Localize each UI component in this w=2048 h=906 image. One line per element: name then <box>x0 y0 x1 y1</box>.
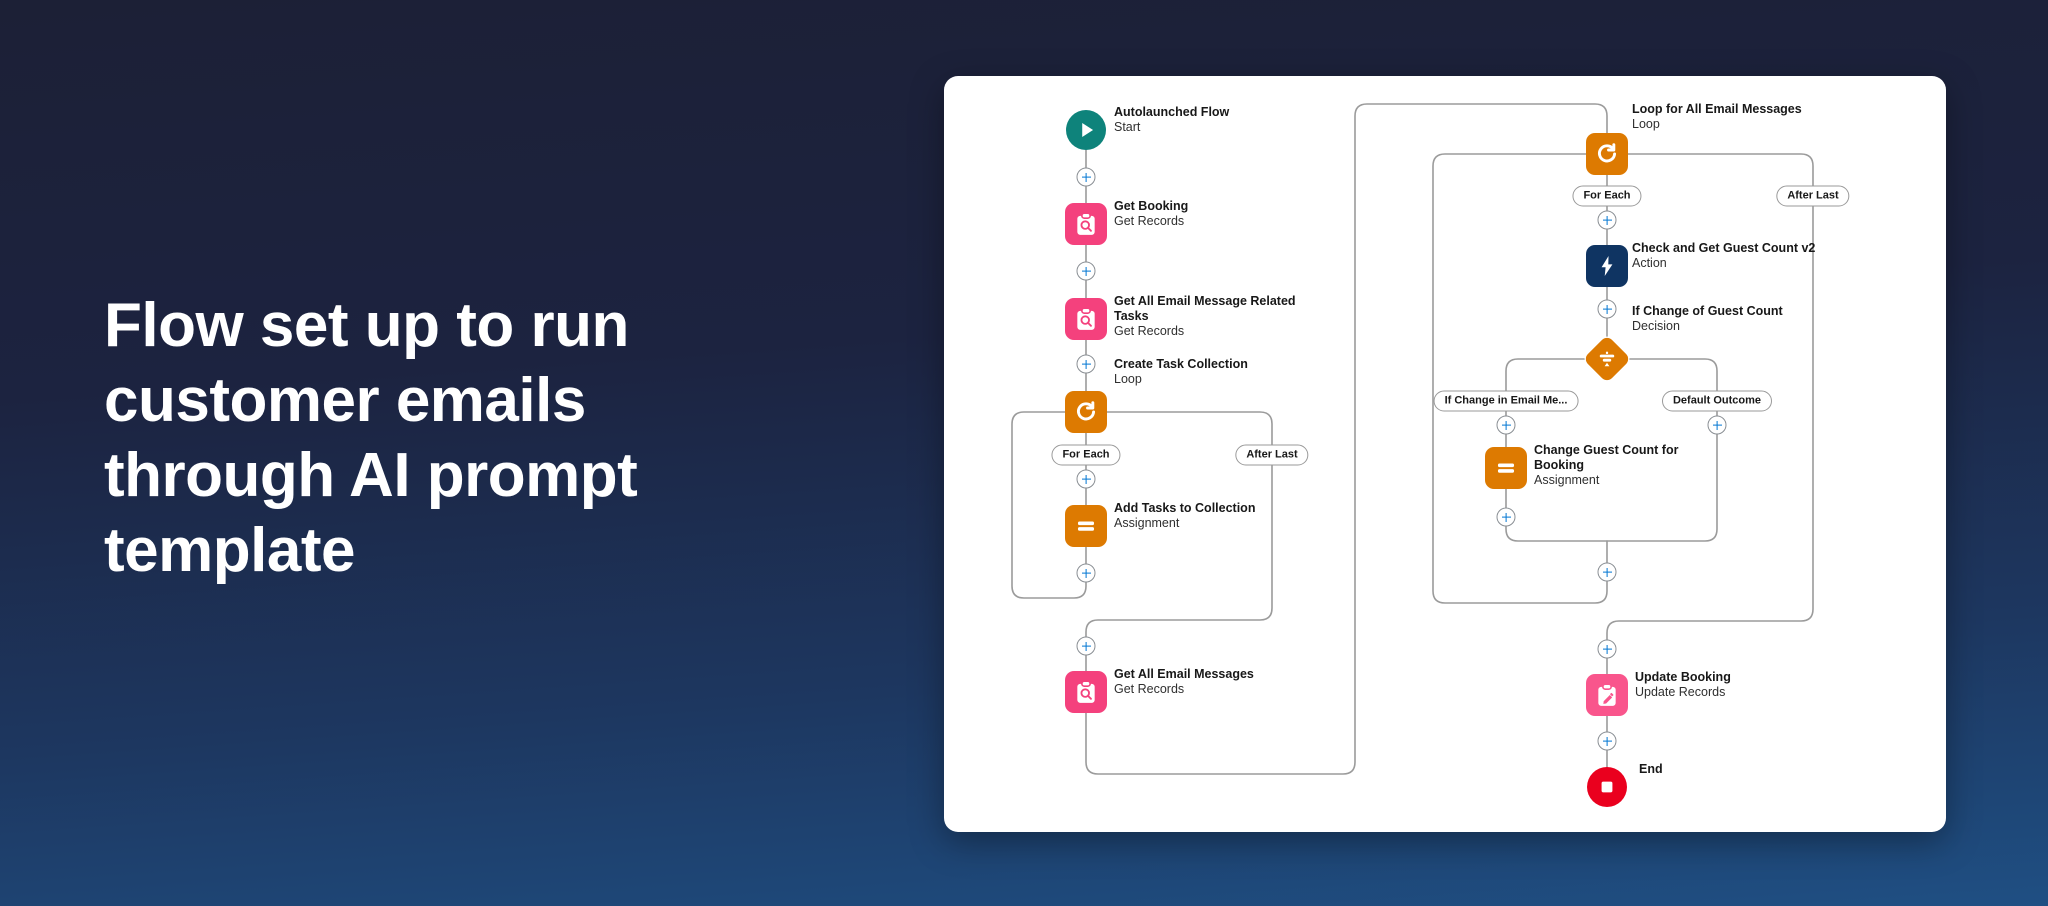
node-if-change-decision[interactable] <box>1582 334 1632 384</box>
node-label: Loop for All Email Messages Loop <box>1632 102 1802 131</box>
node-label: Change Guest Count for Booking Assignmen… <box>1534 443 1679 487</box>
loop-icon <box>1598 143 1617 163</box>
add-element-button[interactable] <box>1597 210 1617 230</box>
node-get-all-email-messages[interactable] <box>1065 671 1107 713</box>
add-element-button[interactable] <box>1707 415 1727 435</box>
node-label: Get All Email Message Related Tasks Get … <box>1114 294 1296 338</box>
node-loop-all-email-messages[interactable] <box>1586 133 1628 175</box>
node-create-task-collection[interactable] <box>1065 391 1107 433</box>
record-lookup-icon <box>1077 307 1095 330</box>
add-element-button[interactable] <box>1496 507 1516 527</box>
loop-icon <box>1077 401 1096 421</box>
page-title: Flow set up to run customer emails throu… <box>104 288 824 588</box>
record-lookup-icon <box>1077 680 1095 703</box>
add-element-button[interactable] <box>1076 354 1096 374</box>
node-label: Create Task Collection Loop <box>1114 357 1248 386</box>
node-add-tasks[interactable] <box>1065 505 1107 547</box>
record-lookup-icon <box>1077 212 1095 235</box>
title-line: through AI prompt <box>104 441 638 510</box>
add-element-button[interactable] <box>1076 167 1096 187</box>
assignment-icon <box>1497 463 1515 473</box>
add-element-button[interactable] <box>1076 636 1096 656</box>
node-label: Check and Get Guest Count v2 Action <box>1632 241 1816 270</box>
add-element-button[interactable] <box>1597 299 1617 319</box>
lightning-icon <box>1601 256 1613 276</box>
for-each-badge[interactable]: For Each <box>1051 444 1121 466</box>
node-start[interactable] <box>1066 110 1106 150</box>
after-last-badge[interactable]: After Last <box>1776 185 1850 207</box>
title-line: template <box>104 516 355 585</box>
flow-canvas: Autolaunched Flow Start Get Booking Get … <box>944 76 1946 832</box>
node-update-booking[interactable] <box>1586 674 1628 716</box>
play-icon <box>1082 122 1094 138</box>
add-element-button[interactable] <box>1597 562 1617 582</box>
node-label: Add Tasks to Collection Assignment <box>1114 501 1256 530</box>
title-line: Flow set up to run <box>104 291 629 360</box>
for-each-badge[interactable]: For Each <box>1572 185 1642 207</box>
after-last-badge[interactable]: After Last <box>1235 444 1309 466</box>
decision-icon <box>1599 351 1615 367</box>
add-element-button[interactable] <box>1076 261 1096 281</box>
node-label: Update Booking Update Records <box>1635 670 1731 699</box>
node-label: Get All Email Messages Get Records <box>1114 667 1254 696</box>
title-line: customer emails <box>104 366 586 435</box>
end-icon <box>1601 781 1613 793</box>
node-label: Autolaunched Flow Start <box>1114 105 1230 134</box>
add-element-button[interactable] <box>1597 639 1617 659</box>
add-element-button[interactable] <box>1597 731 1617 751</box>
node-check-guest-count[interactable] <box>1586 245 1628 287</box>
add-element-button[interactable] <box>1076 469 1096 489</box>
node-get-email-tasks[interactable] <box>1065 298 1107 340</box>
outcome-badge[interactable]: If Change in Email Me... <box>1433 390 1579 412</box>
node-label: End <box>1639 762 1663 776</box>
assignment-icon <box>1077 521 1095 531</box>
node-label: If Change of Guest Count Decision <box>1632 304 1783 333</box>
node-end[interactable] <box>1587 767 1627 807</box>
node-label: Get Booking Get Records <box>1114 199 1189 228</box>
record-update-icon <box>1598 683 1616 706</box>
add-element-button[interactable] <box>1076 563 1096 583</box>
outcome-badge[interactable]: Default Outcome <box>1661 390 1773 412</box>
add-element-button[interactable] <box>1496 415 1516 435</box>
node-get-booking[interactable] <box>1065 203 1107 245</box>
node-change-guest-count[interactable] <box>1485 447 1527 489</box>
